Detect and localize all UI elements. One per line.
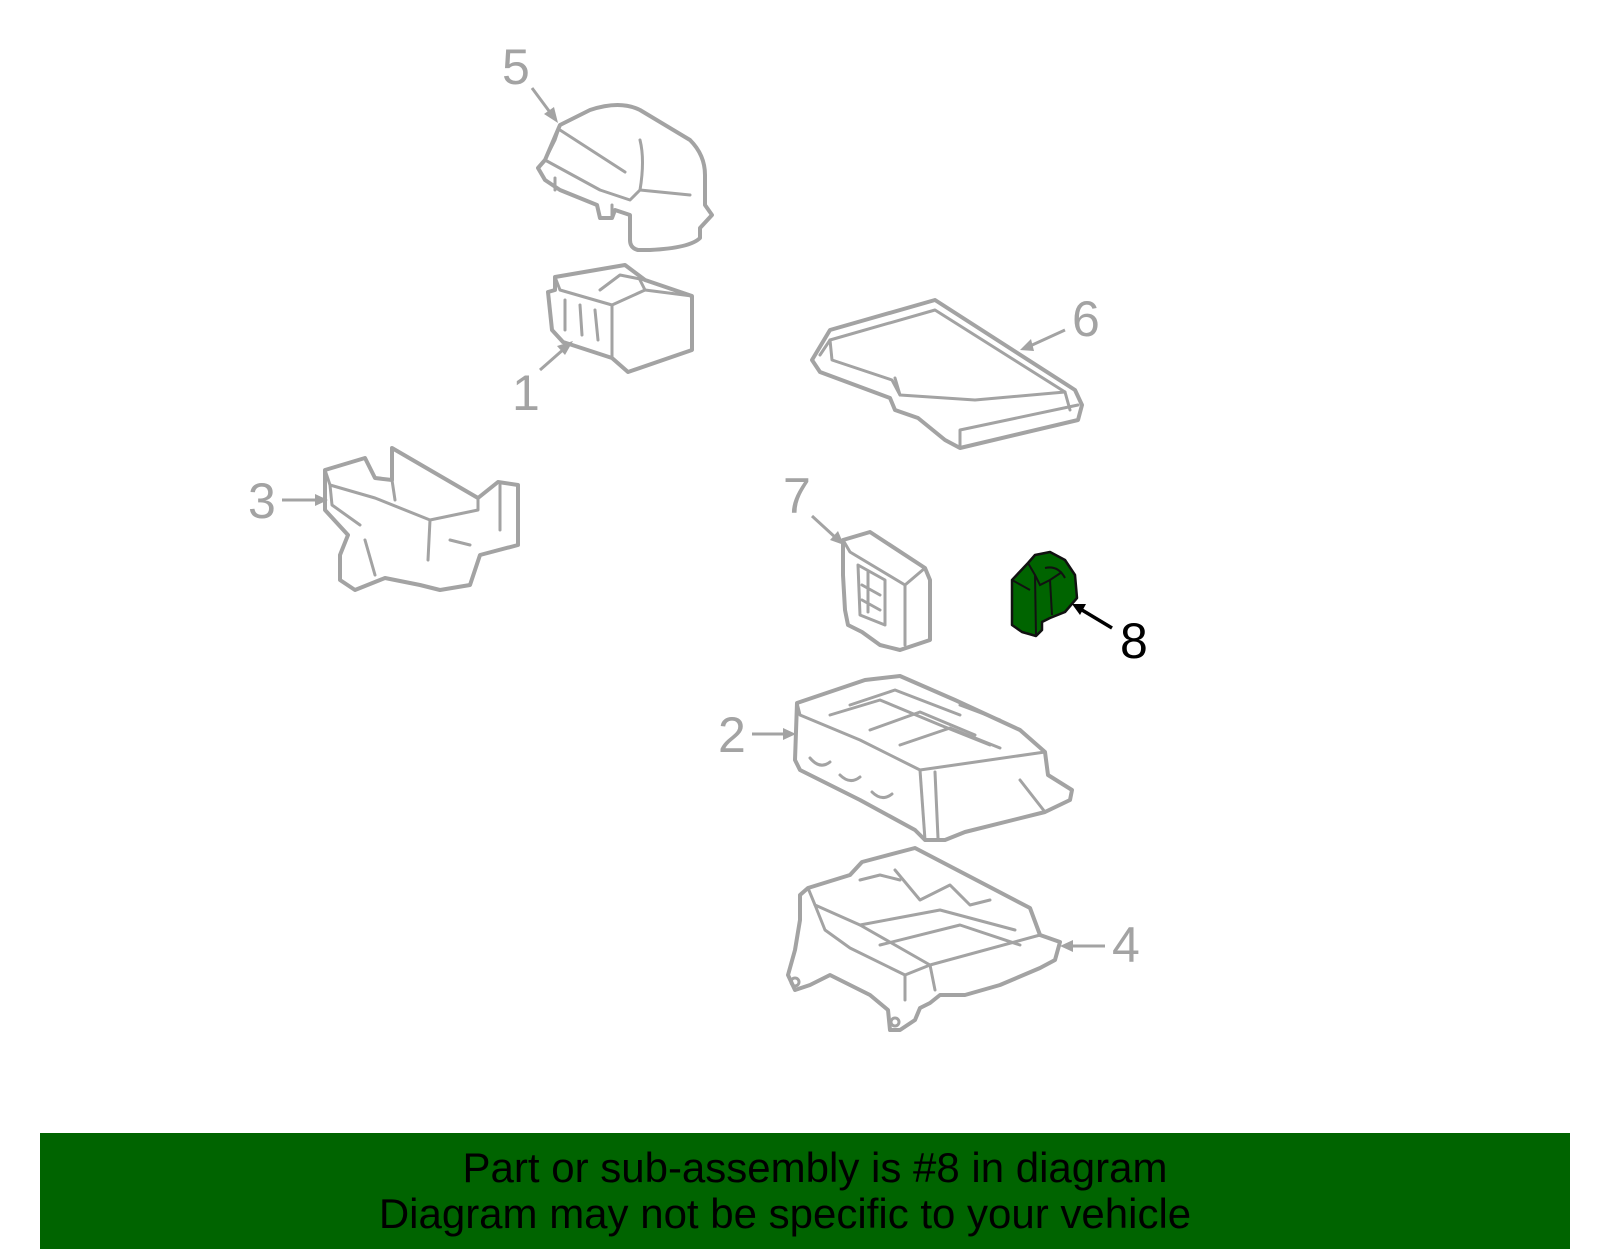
part-2-box-body [793,674,1074,842]
svg-text:5: 5 [502,39,530,95]
info-banner: Part or sub-assembly is #8 in diagram Di… [40,1133,1570,1249]
svg-text:8: 8 [1120,613,1148,669]
callout-8: 8 [1072,604,1148,669]
part-3-bracket [323,446,520,592]
callout-6: 6 [1020,291,1100,351]
callout-1: 1 [512,341,573,421]
part-7-relay-block [841,530,932,652]
svg-text:7: 7 [783,468,811,524]
part-6-cover [810,298,1084,450]
svg-text:6: 6 [1072,291,1100,347]
callout-4: 4 [1060,917,1140,973]
callout-7: 7 [783,468,844,545]
banner-line-1: Part or sub-assembly is #8 in diagram [462,1144,1168,1191]
part-8-highlighted-relay[interactable] [1010,550,1079,638]
callout-3: 3 [248,473,328,529]
part-5-cover [536,103,714,252]
svg-text:3: 3 [248,473,276,529]
banner-line-2: Diagram may not be specific to your vehi… [378,1190,1192,1237]
svg-text:1: 1 [512,365,540,421]
svg-text:2: 2 [718,707,746,763]
callout-5: 5 [502,39,558,123]
part-4-lower-case [786,846,1062,1032]
svg-text:4: 4 [1112,917,1140,973]
callout-2: 2 [718,707,796,763]
part-1-box [546,263,694,374]
